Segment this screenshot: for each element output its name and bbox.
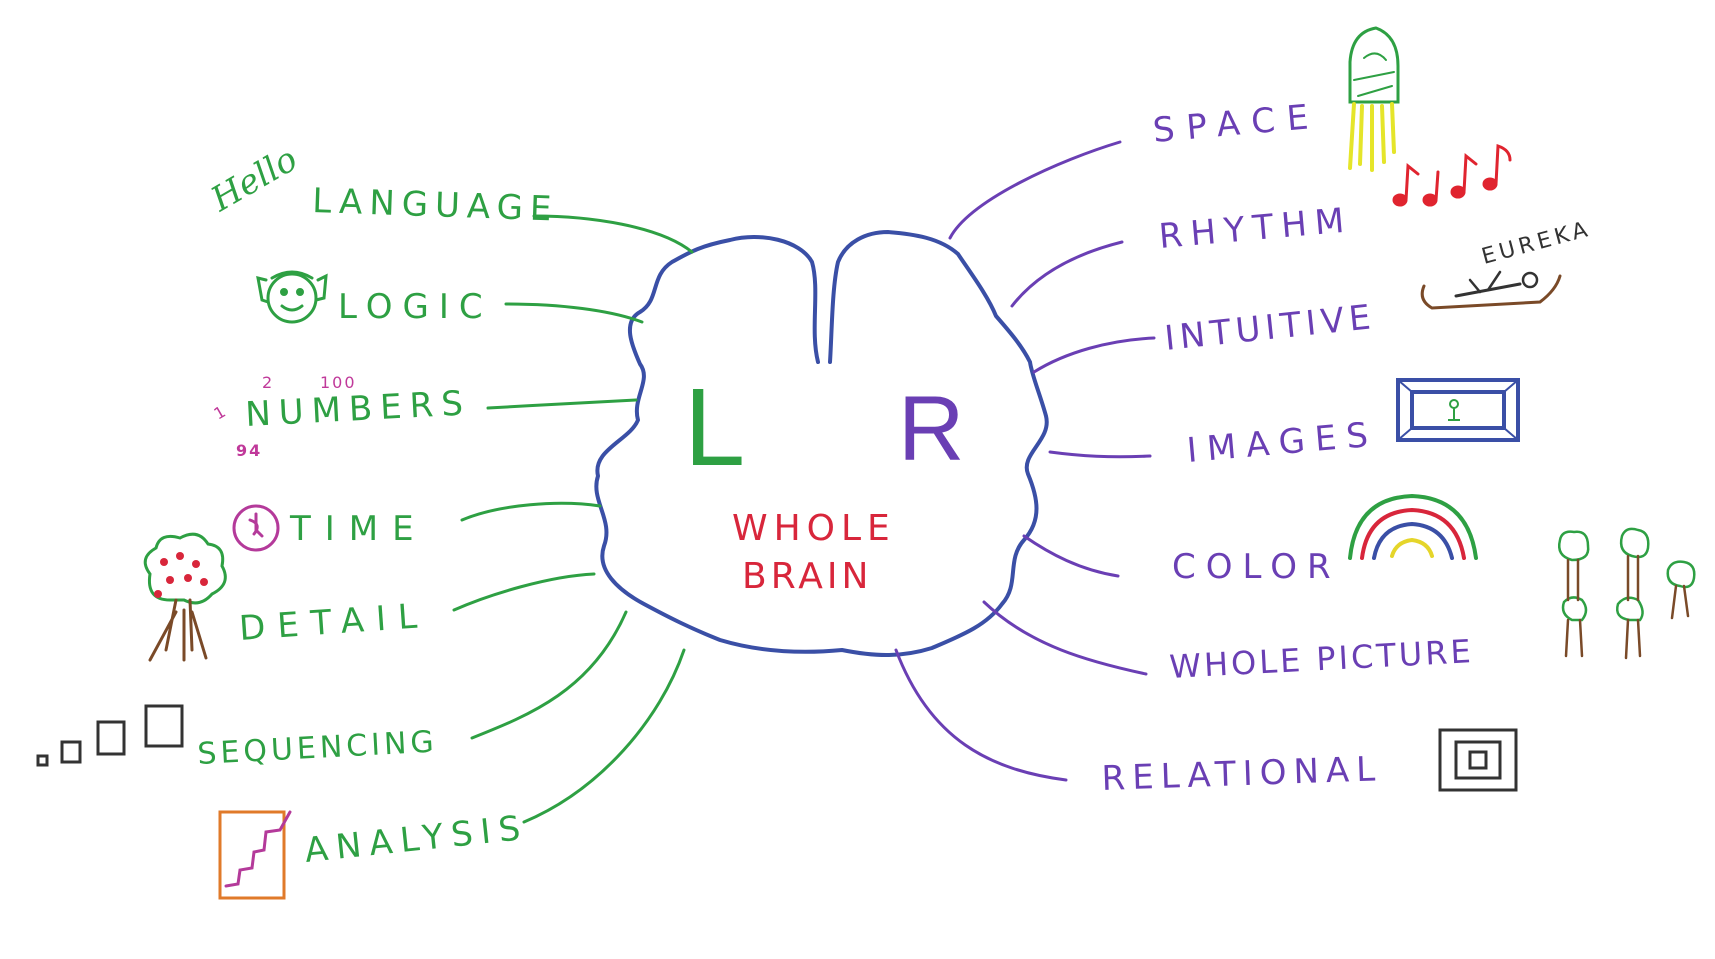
- connector-sequencing: [470, 610, 628, 740]
- connector-logic: [504, 302, 644, 324]
- face-icon: [256, 270, 328, 324]
- left-connectors: [452, 214, 694, 824]
- eureka-text: EUREKA: [1479, 217, 1594, 270]
- connector-whole-picture: [982, 600, 1148, 676]
- step-chart-icon: [218, 810, 292, 900]
- right-connectors: [894, 140, 1156, 782]
- label-color: COLOR: [1172, 547, 1341, 587]
- label-intuitive: INTUITIVE: [1163, 297, 1378, 359]
- number-two: 2: [262, 373, 272, 392]
- framed-picture-icon: [1396, 378, 1520, 442]
- music-notes-icon: [1392, 143, 1512, 207]
- right-hemisphere-letter: R: [898, 378, 964, 480]
- number-one: 1: [211, 402, 229, 424]
- label-numbers: NUMBERS: [244, 383, 471, 435]
- center-label-line1: WHOLE: [732, 508, 896, 549]
- connector-analysis: [522, 648, 686, 824]
- connector-space: [948, 140, 1122, 240]
- apple-tree-icon: [143, 532, 227, 662]
- label-rhythm: RHYTHM: [1157, 200, 1353, 257]
- label-relational: RELATIONAL: [1101, 749, 1383, 799]
- label-language: LANGUAGE: [312, 181, 559, 230]
- connector-rhythm: [1010, 240, 1124, 308]
- connector-images: [1048, 450, 1152, 459]
- growing-squares-icon: [36, 704, 184, 767]
- number-ninety-four: 94: [236, 441, 262, 460]
- nested-squares-icon: [1438, 728, 1518, 792]
- connector-language: [532, 214, 694, 254]
- label-sequencing: SEQUENCING: [197, 724, 439, 772]
- bathtub-eureka-icon: [1420, 270, 1562, 310]
- hello-scribble: Hello: [204, 139, 305, 220]
- label-whole-picture: WHOLE PICTURE: [1168, 632, 1474, 686]
- connector-color: [1022, 534, 1120, 578]
- label-logic: LOGIC: [338, 287, 493, 327]
- connector-relational: [894, 648, 1068, 782]
- center-label-line2: BRAIN: [742, 556, 872, 597]
- forest-icon: [1558, 527, 1696, 660]
- left-hemisphere-letter: L: [684, 366, 745, 489]
- connector-time: [460, 501, 602, 522]
- label-images: IMAGES: [1185, 414, 1379, 471]
- label-detail: DETAIL: [238, 596, 430, 649]
- label-analysis: ANALYSIS: [303, 808, 530, 871]
- clock-icon: [232, 504, 280, 552]
- brain-outline: [594, 230, 1049, 657]
- connector-detail: [452, 572, 596, 612]
- number-hundred: 100: [320, 373, 357, 392]
- rocket-icon: [1348, 26, 1400, 172]
- label-time: TIME: [289, 509, 428, 549]
- label-space: SPACE: [1151, 96, 1322, 150]
- rainbow-icon: [1348, 493, 1478, 560]
- connector-intuitive: [1032, 336, 1156, 374]
- connector-numbers: [486, 398, 638, 410]
